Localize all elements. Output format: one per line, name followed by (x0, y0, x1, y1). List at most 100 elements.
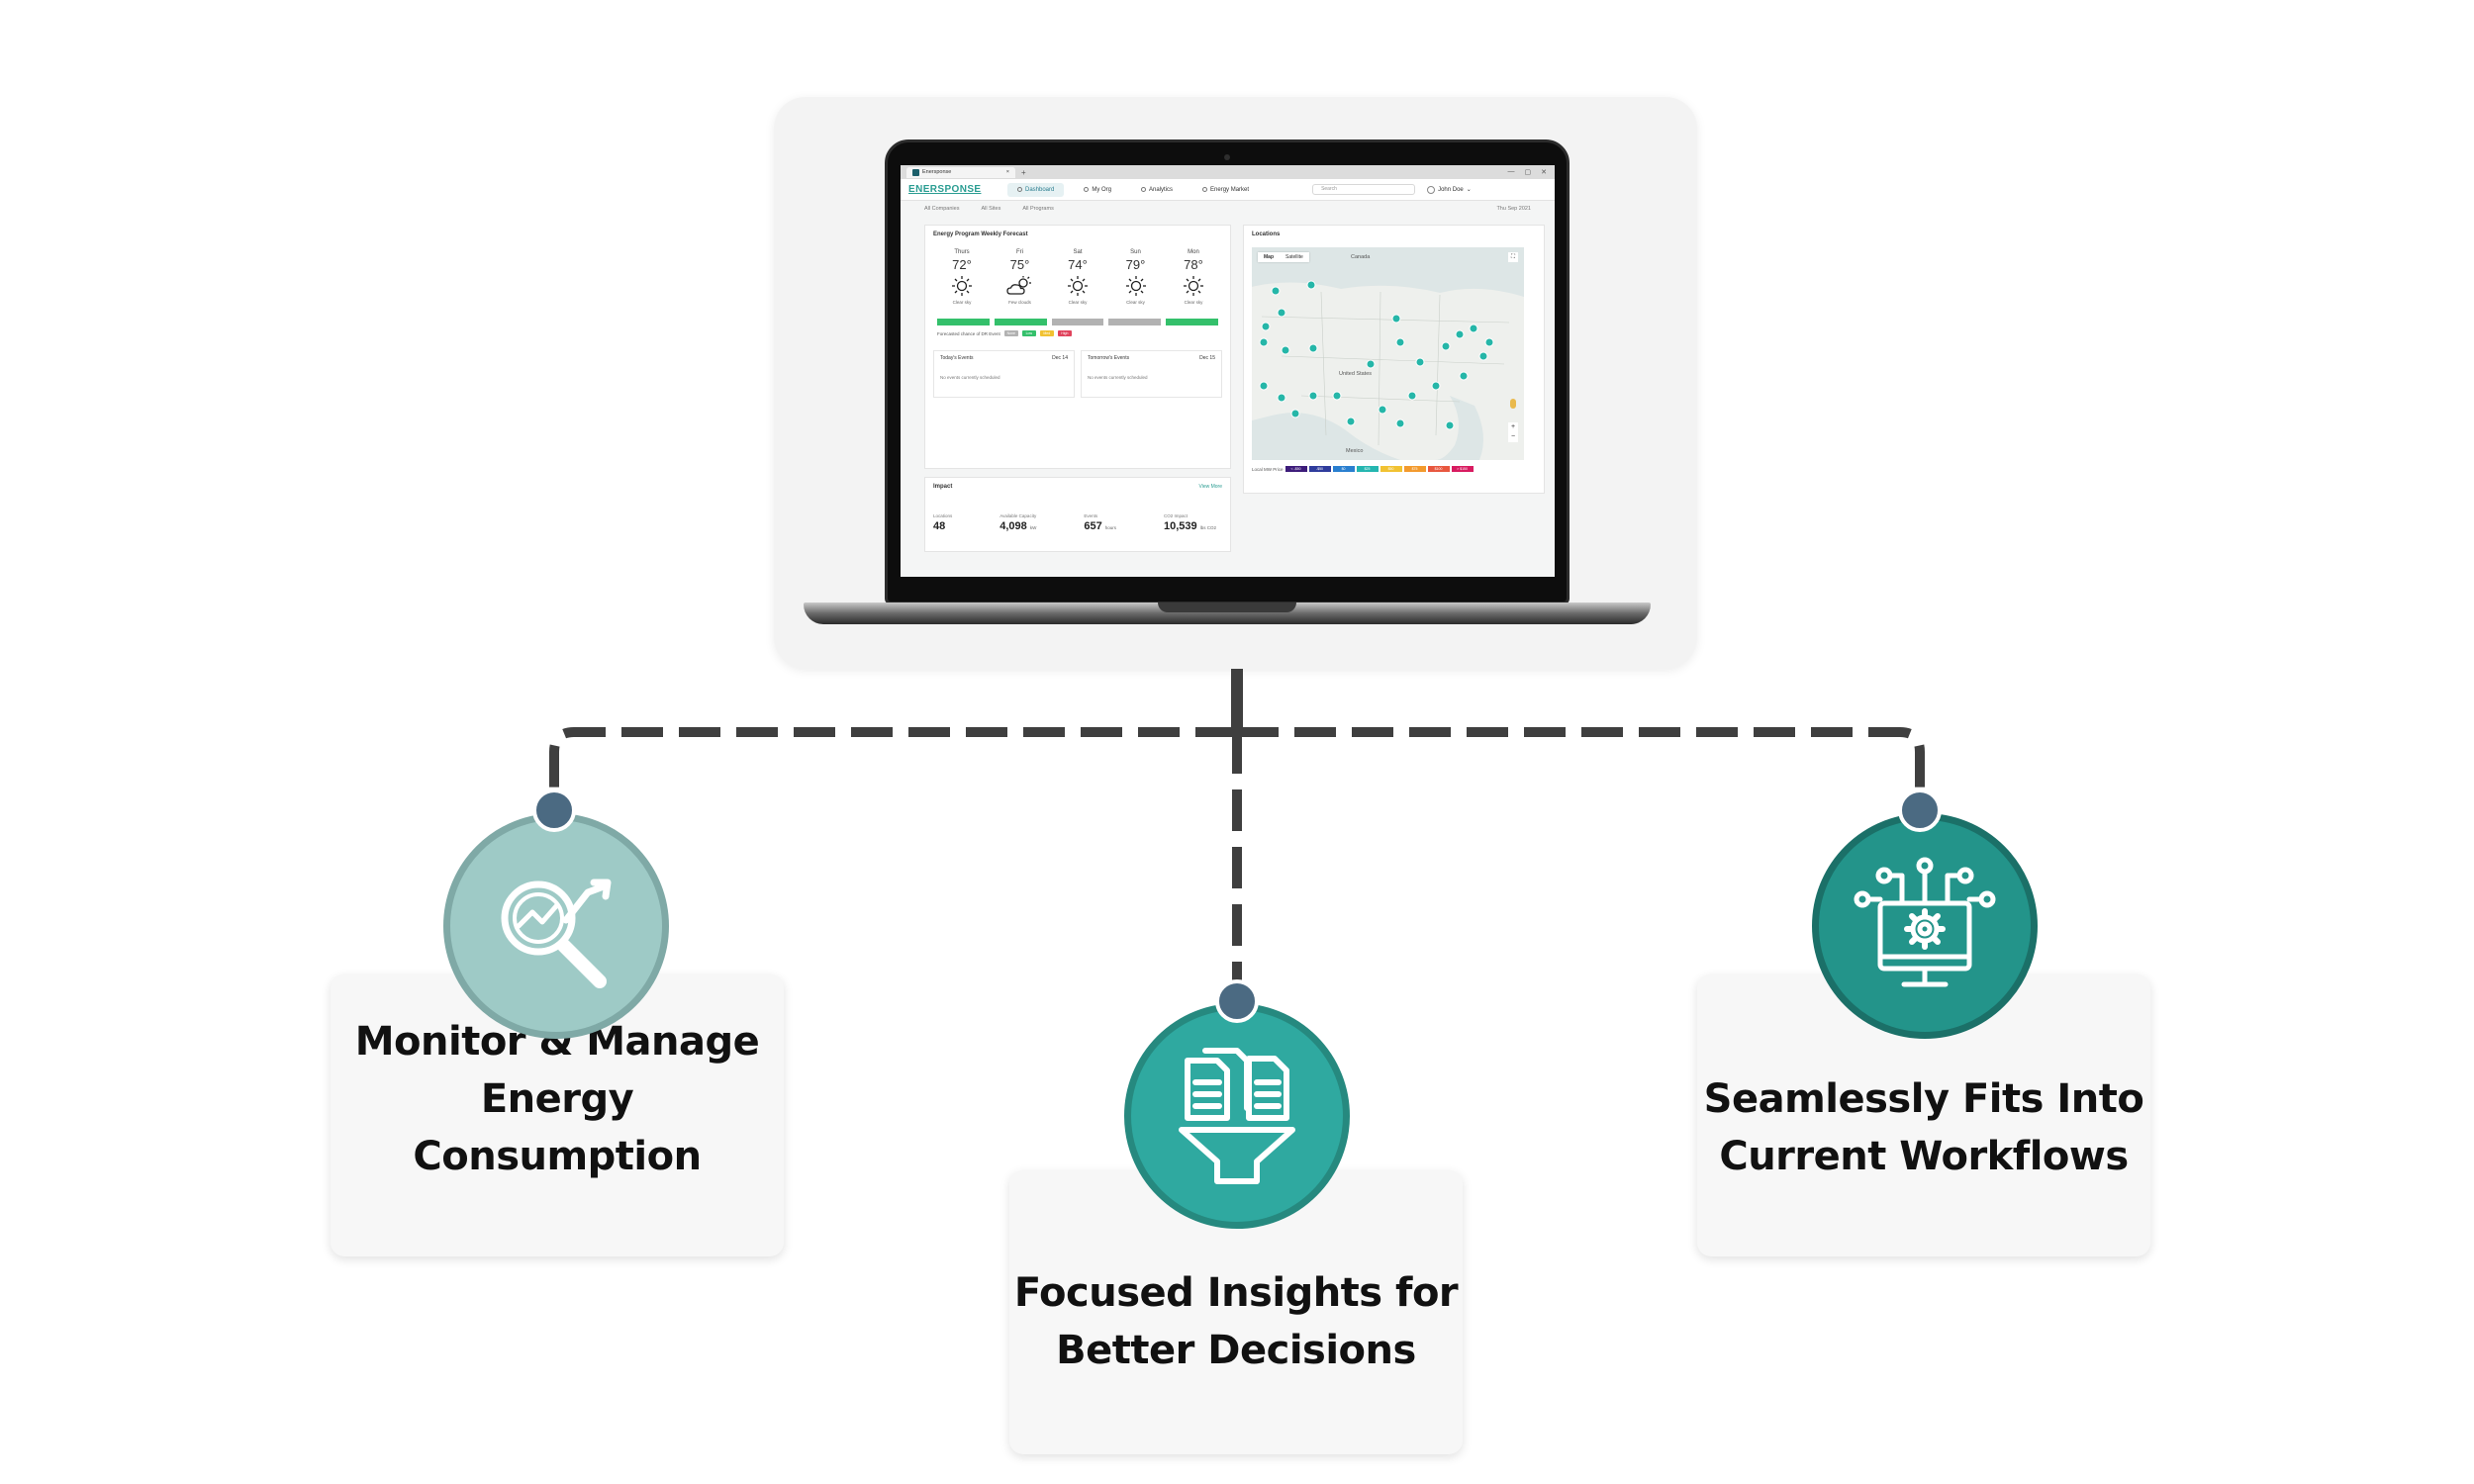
map-location-pin[interactable] (1271, 286, 1281, 296)
dr-chance-label: Forecasted chance of DR Event (937, 330, 1000, 336)
map-location-pin[interactable] (1259, 337, 1269, 347)
search-input[interactable]: Search (1312, 184, 1416, 195)
day-condition: Clear sky (1068, 300, 1088, 305)
magnifier-trend-glyph (501, 879, 612, 988)
day-name: Sat (1073, 249, 1083, 255)
dashboard-screen: Enersponse × + — ▢ ✕ ENERSPONSE Dashboar… (901, 165, 1555, 577)
day-condition: Clear sky (1184, 300, 1203, 305)
stat-events: Events 657 hours (1084, 513, 1116, 532)
stat-value: 48 (933, 520, 946, 532)
map-location-pin[interactable] (1445, 420, 1455, 430)
map-location-pin[interactable] (1281, 345, 1290, 355)
map-location-pin[interactable] (1346, 417, 1356, 426)
map-location-pin[interactable] (1308, 391, 1318, 401)
map-location-pin[interactable] (1332, 391, 1342, 401)
user-menu[interactable]: John Doe⌄ (1427, 185, 1472, 194)
nav-item-label: Analytics (1149, 186, 1174, 193)
fullscreen-icon[interactable]: ⛶ (1508, 252, 1518, 262)
stat-value: 657 (1084, 520, 1102, 532)
todays-events-empty: No events currently scheduled (940, 375, 1000, 380)
locations-map[interactable]: Map Satellite Canada United States Mexic… (1252, 247, 1524, 460)
map-tab[interactable]: Map (1264, 254, 1274, 260)
map-location-pin[interactable] (1366, 359, 1376, 369)
browser-tab[interactable]: Enersponse × (906, 166, 1015, 178)
feature-title-line: Better Decisions (1056, 1328, 1416, 1373)
map-location-pin[interactable] (1455, 329, 1465, 339)
impact-card: Impact View More Locations 48 Available … (924, 477, 1231, 552)
day-condition: Clear sky (1126, 300, 1145, 305)
nav-item-my-org[interactable]: My Org (1074, 183, 1121, 197)
connector-left (549, 727, 1237, 799)
map-location-pin[interactable] (1378, 405, 1387, 415)
forecast-day: Sat 74° Clear sky (1055, 249, 1100, 305)
map-label-us: United States (1339, 371, 1373, 377)
weekly-forecast-card: Energy Program Weekly Forecast Thurs 72°… (924, 225, 1231, 469)
map-location-pin[interactable] (1431, 381, 1441, 391)
zoom-out-button[interactable]: − (1510, 433, 1516, 440)
map-location-pin[interactable] (1259, 381, 1269, 391)
day-name: Fri (1016, 249, 1023, 255)
view-more-link[interactable]: View More (1198, 484, 1222, 490)
companies-filter[interactable]: All Companies (924, 206, 960, 212)
browser-tab-title: Enersponse (922, 169, 952, 175)
map-location-pin[interactable] (1484, 337, 1494, 347)
new-tab-button[interactable]: + (1021, 167, 1026, 177)
map-location-pin[interactable] (1415, 357, 1425, 367)
map-location-pin[interactable] (1407, 391, 1417, 401)
zoom-in-button[interactable]: + (1510, 423, 1516, 430)
forecast-day: Fri 75° Few clouds (998, 249, 1043, 305)
map-location-pin[interactable] (1459, 371, 1469, 381)
minimize-icon[interactable]: — (1507, 168, 1515, 175)
nav-item-dashboard[interactable]: Dashboard (1007, 182, 1065, 197)
sites-filter[interactable]: All Sites (981, 206, 1001, 212)
date-filter[interactable]: Thu Sep 2021 (1496, 206, 1531, 212)
dr-chance-bars (937, 319, 1218, 325)
brand-logo[interactable]: ENERSPONSE (908, 184, 982, 195)
close-window-icon[interactable]: ✕ (1541, 169, 1547, 176)
map-zoom-controls: + − (1508, 422, 1518, 442)
window-controls: — ▢ ✕ (1508, 168, 1556, 176)
impact-stats: Locations 48 Available Capacity 4,098 kW… (933, 513, 1222, 532)
map-location-pin[interactable] (1391, 314, 1401, 324)
feature-title-line: Seamlessly Fits Into (1703, 1076, 2144, 1122)
map-location-pin[interactable] (1290, 409, 1300, 418)
nav-item-energy-market[interactable]: Energy Market (1192, 183, 1259, 197)
mw-price-chip: $25 (1356, 466, 1379, 472)
tab-close-icon[interactable]: × (1005, 169, 1009, 175)
forecast-days: Thurs 72° Clear sky Fri 75° Few clouds S… (933, 249, 1222, 305)
stat-value: 4,098 (999, 520, 1027, 532)
magnifier-trend-icon (443, 813, 669, 1039)
sun-icon (1068, 276, 1088, 296)
feature-title: Focused Insights for Better Decisions (1014, 1264, 1459, 1379)
programs-filter[interactable]: All Programs (1022, 206, 1054, 212)
forecast-day: Thurs 72° Clear sky (939, 249, 985, 305)
mw-price-chip: $75 (1403, 466, 1426, 472)
stat-label: Events (1084, 513, 1098, 518)
nav-item-analytics[interactable]: Analytics (1131, 183, 1183, 197)
day-temperature: 75° (1009, 257, 1030, 272)
stat-unit: kW (1029, 525, 1037, 530)
monitor-gear-network-icon (1812, 813, 2038, 1039)
dr-chance-bar (1108, 319, 1162, 325)
satellite-tab[interactable]: Satellite (1285, 254, 1303, 260)
forecast-day: Mon 78° Clear sky (1171, 249, 1216, 305)
map-location-pin[interactable] (1469, 324, 1478, 333)
map-location-pin[interactable] (1277, 393, 1286, 403)
map-location-pin[interactable] (1308, 343, 1318, 353)
map-location-pin[interactable] (1395, 418, 1405, 428)
map-location-pin[interactable] (1277, 308, 1286, 318)
day-condition: Clear sky (952, 300, 972, 305)
card-title: Locations (1252, 232, 1281, 237)
street-view-icon[interactable] (1510, 399, 1516, 409)
locations-card: Locations Map Satellite Canada United St… (1243, 225, 1545, 494)
map-location-pin[interactable] (1395, 337, 1405, 347)
map-location-pin[interactable] (1478, 351, 1488, 361)
connector-node-left (532, 788, 576, 832)
maximize-icon[interactable]: ▢ (1524, 169, 1532, 176)
map-location-pin[interactable] (1441, 341, 1451, 351)
map-location-pin[interactable] (1306, 280, 1316, 290)
map-location-pin[interactable] (1261, 322, 1271, 331)
